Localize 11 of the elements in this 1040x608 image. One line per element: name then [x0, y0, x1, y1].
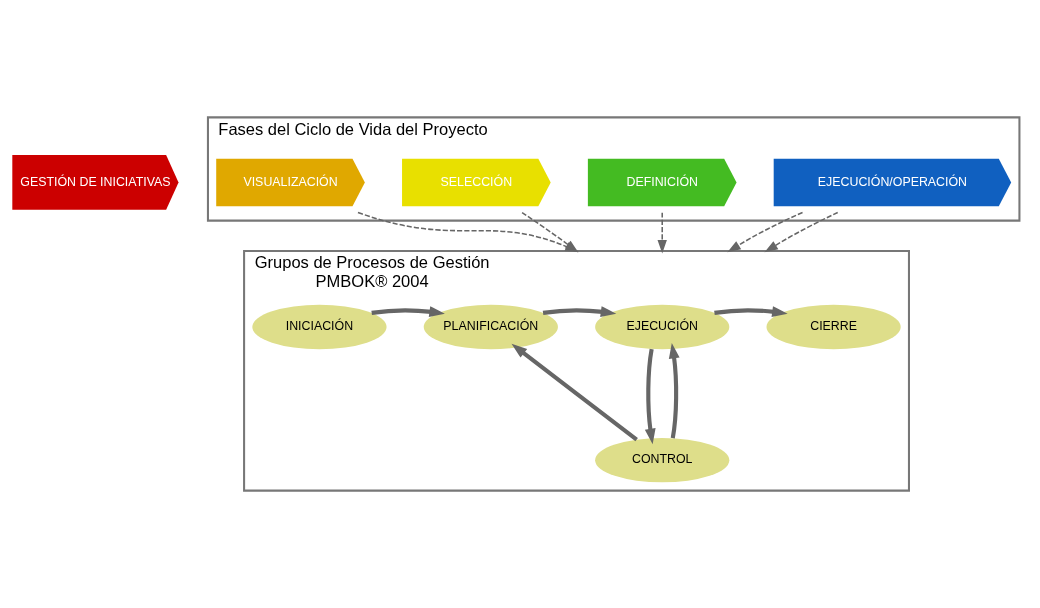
arrow — [371, 306, 445, 318]
arrow — [511, 343, 638, 442]
arrow — [542, 306, 617, 318]
arrow — [727, 211, 804, 253]
arrow — [644, 348, 656, 445]
arrow — [764, 211, 839, 253]
arrow — [657, 211, 667, 254]
node-ellipse: CONTROL — [595, 437, 730, 483]
arrow — [668, 342, 680, 439]
node-ellipse: INICIACIÓN — [252, 304, 387, 350]
arrow — [714, 306, 788, 318]
